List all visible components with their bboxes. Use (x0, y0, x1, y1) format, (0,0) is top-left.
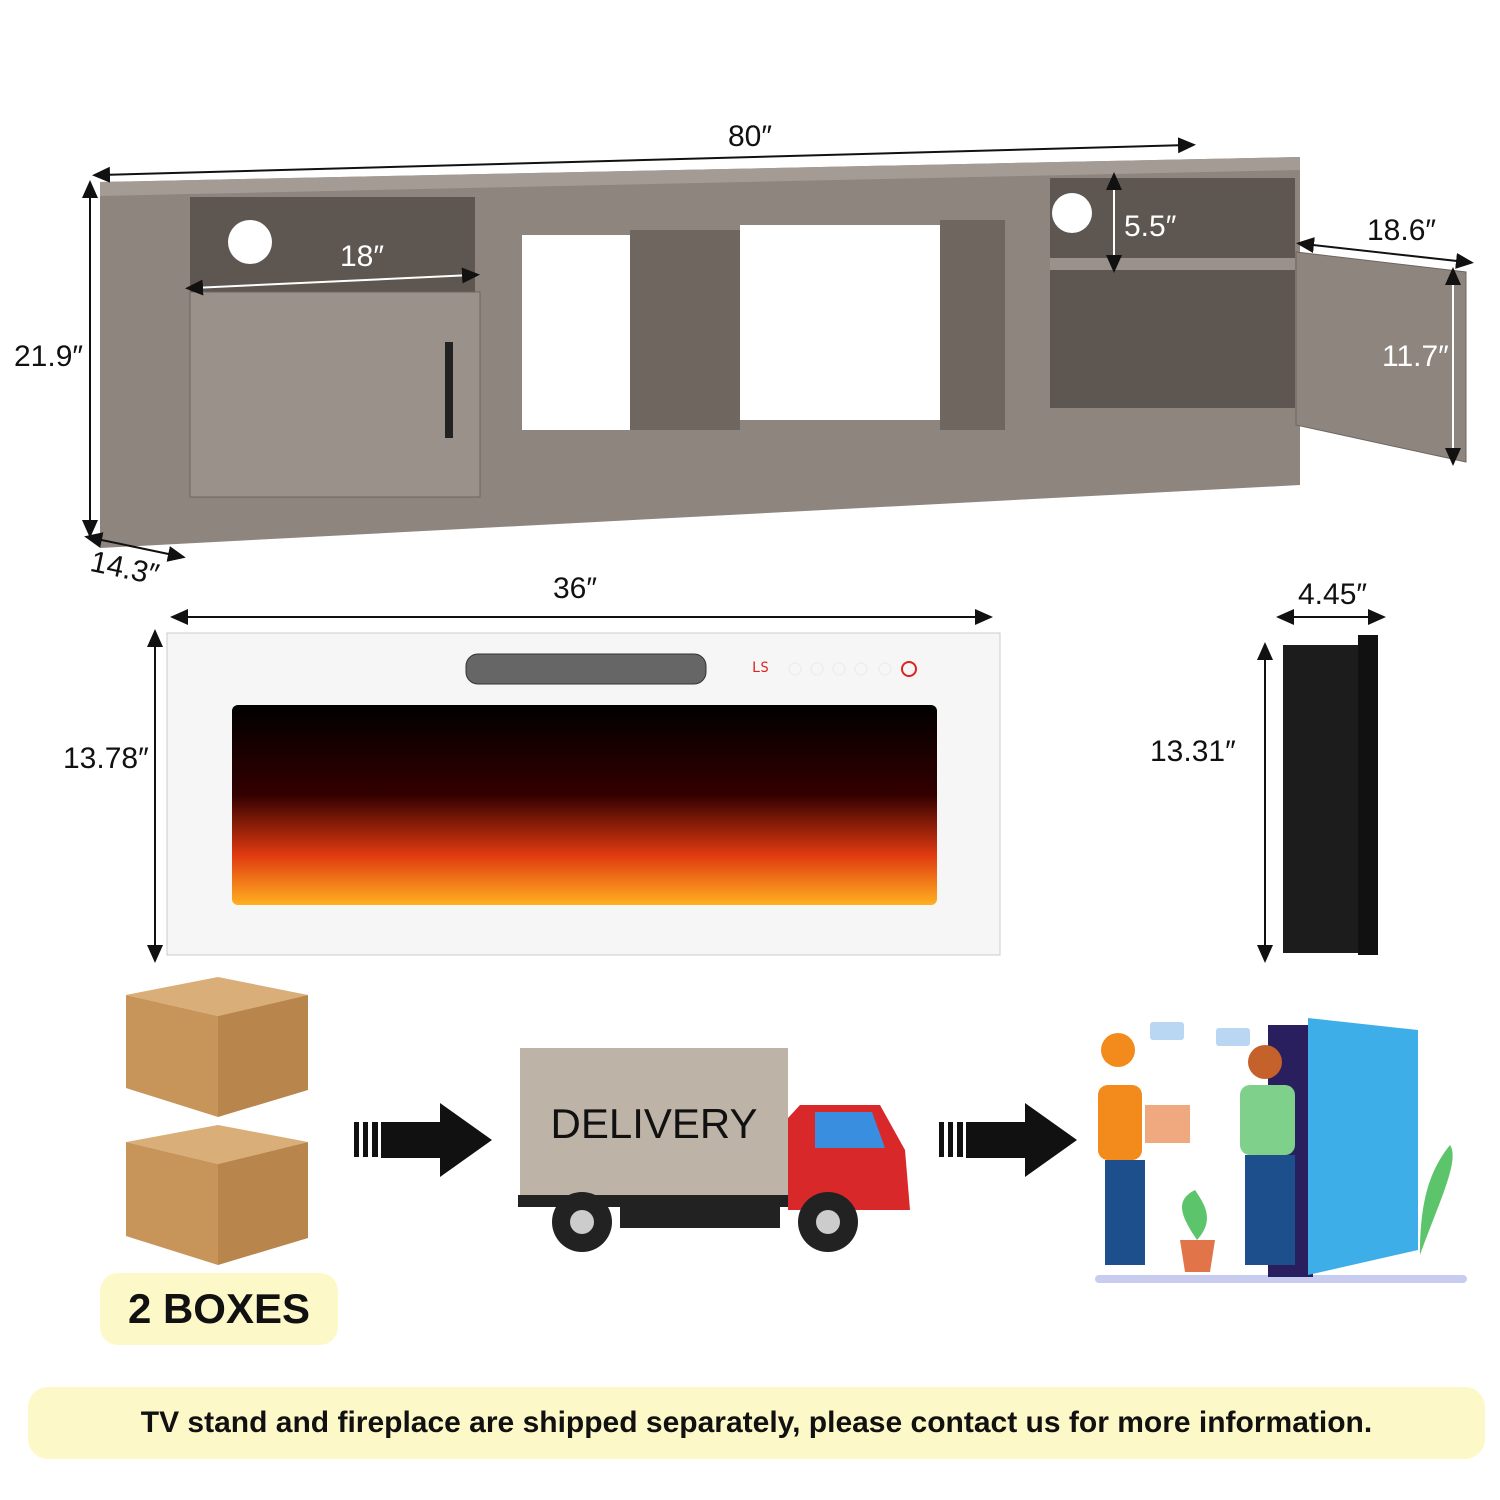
fireplace-front (147, 609, 1001, 963)
dim-right-cubby: 5.5″ (1124, 210, 1177, 243)
boxes-badge: 2 BOXES (100, 1273, 338, 1345)
tv-stand (82, 137, 1474, 562)
dim-fireplace-width: 36″ (553, 572, 597, 605)
dim-fireplace-height: 13.78″ (63, 742, 149, 775)
delivery-truck (518, 1048, 910, 1252)
dim-stand-height: 21.9″ (14, 340, 84, 373)
dim-fireplace-side-height: 13.31″ (1150, 735, 1236, 768)
dim-fireplace-depth: 4.45″ (1298, 578, 1368, 611)
dim-door-width: 18.6″ (1367, 214, 1437, 247)
shipping-boxes (126, 977, 308, 1265)
arrow-icon (354, 1103, 1077, 1177)
fireplace-side (1257, 609, 1386, 963)
dim-left-cubby: 18″ (340, 240, 384, 273)
dim-stand-width: 80″ (728, 120, 772, 153)
shipping-notice: TV stand and fireplace are shipped separ… (28, 1387, 1485, 1459)
dim-door-height: 11.7″ (1382, 340, 1449, 373)
delivery-scene (1095, 1018, 1467, 1283)
fireplace-display: LS (752, 660, 769, 676)
truck-label: DELIVERY (550, 1100, 758, 1147)
